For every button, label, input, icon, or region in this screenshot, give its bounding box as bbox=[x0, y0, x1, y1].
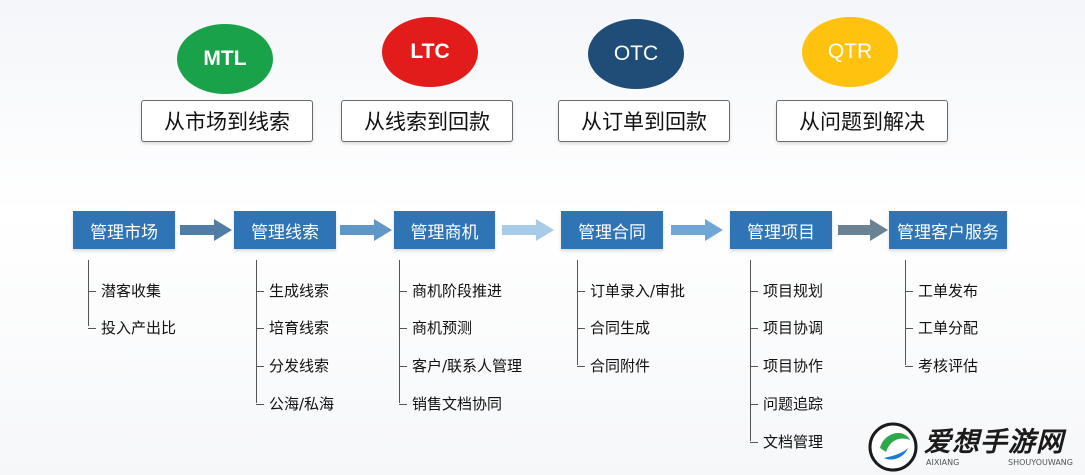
stage-opportunity: 管理商机 bbox=[394, 211, 495, 249]
tree-line bbox=[256, 260, 257, 403]
watermark-logo-icon bbox=[868, 422, 918, 472]
flow-arrow-icon bbox=[838, 219, 888, 241]
list-item: 项目协作 bbox=[750, 355, 823, 376]
list-item: 问题追踪 bbox=[750, 393, 823, 414]
watermark: 爱想手游网 AIXIANG SHOUYOUWANG bbox=[866, 418, 1076, 473]
list-item: 商机阶段推进 bbox=[399, 280, 502, 301]
list-item: 合同生成 bbox=[577, 317, 650, 338]
list-item: 订单录入/审批 bbox=[577, 280, 685, 301]
tree-line bbox=[399, 260, 400, 403]
qtr-circle: QTR bbox=[802, 17, 898, 87]
flow-arrow-icon bbox=[502, 219, 554, 241]
list-item: 公海/私海 bbox=[256, 393, 334, 414]
otc-circle: OTC bbox=[588, 19, 684, 89]
list-item: 商机预测 bbox=[399, 317, 472, 338]
list-item: 考核评估 bbox=[905, 355, 978, 376]
list-item: 项目协调 bbox=[750, 317, 823, 338]
qtr-label: 从问题到解决 bbox=[776, 100, 948, 142]
ltc-label: 从线索到回款 bbox=[341, 100, 513, 142]
list-item: 合同附件 bbox=[577, 355, 650, 376]
flow-arrow-icon bbox=[671, 219, 723, 241]
tree-line bbox=[577, 260, 578, 365]
stage-project: 管理项目 bbox=[730, 211, 832, 249]
tree-line bbox=[905, 260, 906, 365]
list-item: 工单分配 bbox=[905, 317, 978, 338]
stage-contract: 管理合同 bbox=[561, 211, 663, 249]
mtl-label: 从市场到线索 bbox=[141, 100, 313, 142]
stage-leads: 管理线索 bbox=[234, 211, 336, 249]
tree-line bbox=[88, 260, 89, 326]
ltc-circle: LTC bbox=[382, 17, 478, 87]
list-item: 投入产出比 bbox=[88, 317, 176, 338]
list-item: 销售文档协同 bbox=[399, 393, 502, 414]
list-item: 客户/联系人管理 bbox=[399, 355, 522, 376]
tree-line bbox=[750, 260, 751, 441]
stage-service: 管理客户服务 bbox=[889, 211, 1007, 249]
list-item: 潜客收集 bbox=[88, 280, 161, 301]
flow-arrow-icon bbox=[340, 219, 392, 241]
watermark-sub-right: SHOUYOUWANG bbox=[1008, 458, 1073, 467]
list-item: 工单发布 bbox=[905, 280, 978, 301]
watermark-sub-left: AIXIANG bbox=[926, 458, 960, 467]
list-item: 分发线索 bbox=[256, 355, 329, 376]
list-item: 生成线索 bbox=[256, 280, 329, 301]
stage-market: 管理市场 bbox=[73, 211, 175, 249]
list-item: 文档管理 bbox=[750, 431, 823, 452]
watermark-title: 爱想手游网 bbox=[924, 427, 1064, 458]
list-item: 培育线索 bbox=[256, 317, 329, 338]
otc-label: 从订单到回款 bbox=[558, 100, 730, 142]
mtl-circle: MTL bbox=[177, 24, 273, 94]
list-item: 项目规划 bbox=[750, 280, 823, 301]
flow-arrow-icon bbox=[180, 219, 232, 241]
